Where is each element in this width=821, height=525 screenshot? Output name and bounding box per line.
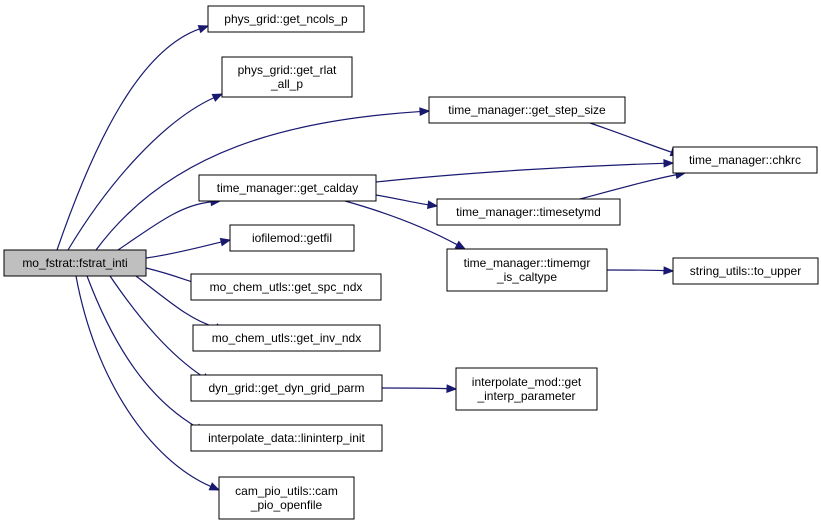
arrowhead-icon xyxy=(663,158,675,168)
node-getfil[interactable]: iofilemod::getfil xyxy=(229,224,355,252)
edge-line xyxy=(579,174,677,200)
edge-line xyxy=(67,97,215,251)
edge-root-to-getfil xyxy=(145,237,232,259)
edge-calday-to-chkrc xyxy=(375,158,675,183)
node-chkrc[interactable]: time_manager::chkrc xyxy=(672,146,818,174)
edge-line xyxy=(56,28,200,251)
node-label: interpolate_mod::get xyxy=(472,375,582,389)
node-label: iofilemod::getfil xyxy=(252,231,332,245)
node-label: phys_grid::get_rlat xyxy=(238,63,337,77)
node-label: _is_caltype xyxy=(496,270,557,284)
node-label: mo_fstrat::fstrat_inti xyxy=(22,256,127,270)
arrowhead-icon xyxy=(208,482,221,491)
node-box xyxy=(229,224,355,252)
edge-line xyxy=(145,241,222,259)
edge-stepsize-to-chkrc xyxy=(589,122,682,157)
arrowhead-icon xyxy=(211,93,224,102)
edge-line xyxy=(606,269,665,272)
node-label: time_manager::timemgr xyxy=(464,256,591,270)
node-rlat[interactable]: phys_grid::get_rlat_all_p xyxy=(221,56,353,98)
arrowhead-icon xyxy=(454,240,467,250)
node-box xyxy=(455,367,598,411)
node-box xyxy=(672,257,819,285)
edge-calday-to-iscaltype xyxy=(344,200,467,250)
node-box xyxy=(3,249,147,277)
edge-line xyxy=(75,275,211,487)
node-spcndx[interactable]: mo_chem_utls::get_spc_ndx xyxy=(190,273,382,301)
node-box xyxy=(436,198,621,226)
edge-line xyxy=(117,201,212,251)
node-box xyxy=(428,96,626,124)
arrowhead-icon xyxy=(427,200,439,210)
edge-calday-to-timesetymd xyxy=(375,194,439,210)
arrowhead-icon xyxy=(663,266,675,275)
node-label: time_manager::get_step_size xyxy=(448,103,606,117)
edge-line xyxy=(375,194,429,206)
edge-root-to-lininterp xyxy=(86,275,207,433)
node-toupper[interactable]: string_utils::to_upper xyxy=(672,257,819,285)
node-timesetymd[interactable]: time_manager::timesetymd xyxy=(436,198,621,226)
call-nodes: mo_fstrat::fstrat_inti phys_grid::get_nco… xyxy=(3,5,819,520)
edge-line xyxy=(375,162,665,183)
node-box xyxy=(446,248,608,292)
node-iscaltype[interactable]: time_manager::timemgr_is_caltype xyxy=(446,248,608,292)
node-label: time_manager::get_calday xyxy=(217,181,358,195)
node-box xyxy=(190,424,383,452)
node-label: _pio_openfile xyxy=(250,498,323,512)
edge-root-to-ncols xyxy=(56,25,210,251)
node-box xyxy=(207,5,365,33)
arrowhead-icon xyxy=(446,384,458,393)
node-openfile[interactable]: cam_pio_utils::cam_pio_openfile xyxy=(218,476,355,520)
node-label: time_manager::timesetymd xyxy=(456,205,601,219)
node-label: time_manager::chkrc xyxy=(689,153,801,167)
edge-line xyxy=(95,110,421,251)
edge-root-to-rlat xyxy=(67,93,224,251)
edge-root-to-openfile xyxy=(75,275,221,491)
node-calday[interactable]: time_manager::get_calday xyxy=(198,174,377,202)
node-box xyxy=(192,324,381,352)
node-box xyxy=(672,146,818,174)
node-box xyxy=(190,273,382,301)
arrowhead-icon xyxy=(197,25,210,34)
node-invndx[interactable]: mo_chem_utls::get_inv_ndx xyxy=(192,324,381,352)
node-label: dyn_grid::get_dyn_grid_parm xyxy=(208,381,364,395)
node-label: cam_pio_utils::cam xyxy=(235,484,338,498)
node-box xyxy=(221,56,353,98)
edge-line xyxy=(145,267,197,284)
node-label: mo_chem_utls::get_inv_ndx xyxy=(212,331,361,345)
node-box xyxy=(190,374,383,402)
edge-dyngrid-to-interpparam xyxy=(381,384,458,393)
node-box xyxy=(218,476,355,520)
edge-line xyxy=(344,200,458,246)
edge-line xyxy=(86,275,198,428)
node-interpparam[interactable]: interpolate_mod::get_interp_parameter xyxy=(455,367,598,411)
node-root[interactable]: mo_fstrat::fstrat_inti xyxy=(3,249,147,277)
node-dyngrid[interactable]: dyn_grid::get_dyn_grid_parm xyxy=(190,374,383,402)
node-label: interpolate_data::lininterp_init xyxy=(208,431,365,445)
node-stepsize[interactable]: time_manager::get_step_size xyxy=(428,96,626,124)
edge-timesetymd-to-chkrc xyxy=(579,170,687,200)
node-label: phys_grid::get_ncols_p xyxy=(224,12,348,26)
edge-root-to-calday xyxy=(117,197,222,251)
edge-line xyxy=(109,275,204,378)
edge-line xyxy=(589,122,672,153)
node-label: _interp_parameter xyxy=(476,389,575,403)
edge-root-to-stepsize xyxy=(95,107,431,251)
arrowhead-icon xyxy=(419,107,431,116)
node-label: mo_chem_utls::get_spc_ndx xyxy=(210,280,363,294)
node-label: _all_p xyxy=(270,77,303,91)
arrowhead-icon xyxy=(219,237,232,247)
node-ncols[interactable]: phys_grid::get_ncols_p xyxy=(207,5,365,33)
node-label: string_utils::to_upper xyxy=(690,264,801,278)
node-lininterp[interactable]: interpolate_data::lininterp_init xyxy=(190,424,383,452)
edge-line xyxy=(381,387,448,390)
node-box xyxy=(198,174,377,202)
edge-iscaltype-to-toupper xyxy=(606,266,675,275)
